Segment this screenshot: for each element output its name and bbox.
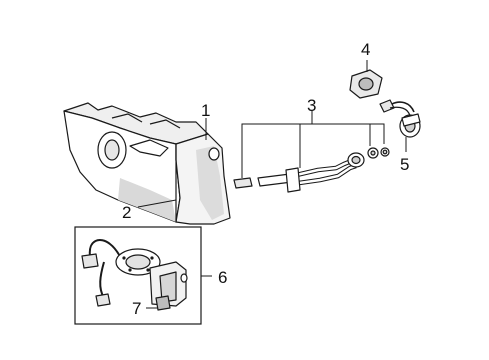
harness-wire-2 (389, 106, 411, 117)
fuel-line-assembly (233, 147, 390, 193)
pump-wire-connector-2 (95, 293, 111, 307)
hose-fitting (233, 177, 253, 189)
callout-3: 3 (307, 96, 316, 115)
pipe-connector-inner (351, 155, 361, 165)
pump-flange-inner (125, 254, 151, 270)
filler-seal (349, 69, 383, 99)
tank-shading (118, 178, 176, 222)
callout-7: 7 (132, 299, 141, 318)
tank-shading-right (196, 146, 224, 220)
leader-2 (137, 199, 177, 208)
tank-port-ring-inner (104, 139, 120, 161)
seal-ring-1-inner (370, 150, 376, 156)
tank-filler-neck (208, 147, 220, 161)
pump-module (81, 239, 188, 311)
sensor-harness (379, 99, 421, 138)
pump-outlet (180, 273, 188, 283)
callout-5: 5 (400, 155, 409, 174)
fuel-tank (63, 102, 231, 225)
callout-2: 2 (122, 203, 131, 222)
flange-bolt-4 (146, 268, 150, 272)
callout-1: 1 (201, 101, 210, 120)
harness-connector (379, 99, 395, 113)
harness-wire (391, 101, 415, 113)
callout-6: 6 (218, 268, 227, 287)
fuel-pipe-lower-inner (291, 164, 357, 186)
flange-bolt-2 (150, 256, 154, 260)
seal-ring-2-inner (382, 149, 388, 155)
leader-3 (241, 110, 385, 178)
pump-reservoir-front (159, 271, 177, 303)
fuel-pump-element (155, 295, 171, 311)
flange-bolt-3 (128, 268, 132, 272)
sensor-tab (401, 113, 421, 127)
pipe-clip (285, 167, 301, 193)
tank-strap (129, 139, 169, 157)
callout-4: 4 (361, 40, 370, 59)
pump-wire-connector (81, 253, 99, 269)
flange-bolt-1 (122, 256, 126, 260)
filler-seal-hole (358, 77, 374, 91)
fuel-pipe-inner (291, 158, 355, 178)
tank-strap-2 (111, 113, 181, 129)
